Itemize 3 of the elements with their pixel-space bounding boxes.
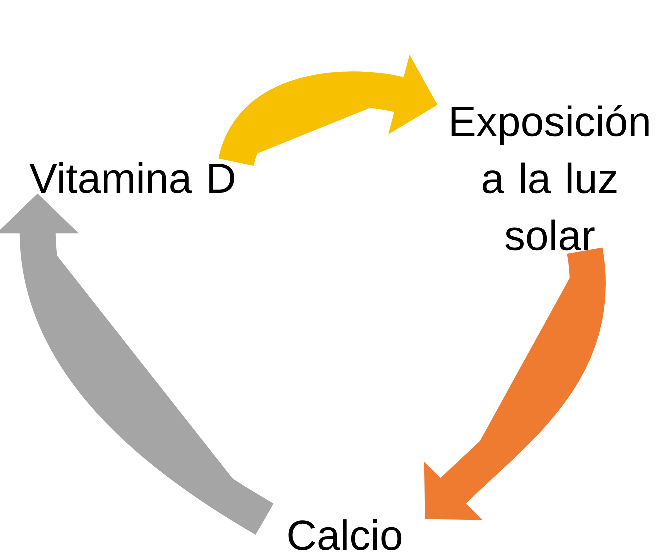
node-label: Calcio bbox=[288, 520, 402, 550]
node-label: Exposición a la luz solar bbox=[452, 105, 649, 251]
node-label: Vitamina D bbox=[30, 162, 234, 194]
